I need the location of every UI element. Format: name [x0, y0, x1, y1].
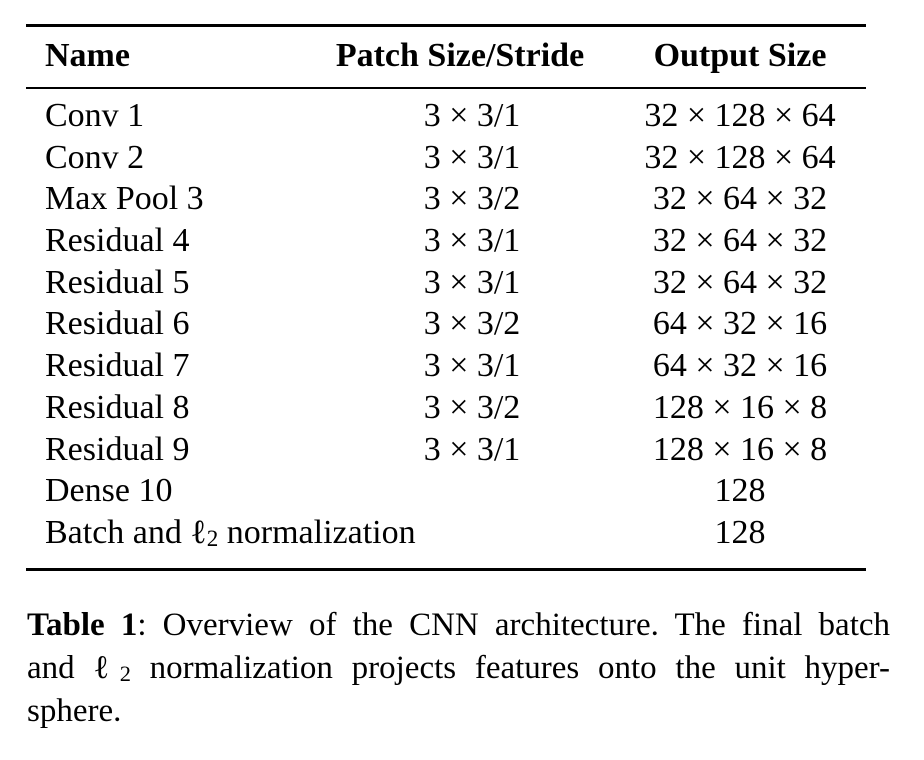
cell-patch: 3 × 3/1: [423, 430, 521, 468]
table-row: Residual 6 3 × 3/2 64 × 32 × 16: [26, 303, 866, 345]
table-row: Residual 9 3 × 3/1 128 × 16 × 8: [26, 429, 866, 471]
cell-patch: 3 × 3/1: [423, 347, 521, 385]
cell-patch: 3 × 3/2: [423, 180, 521, 218]
cell-name: Batch and ℓ2 normalization: [45, 512, 416, 554]
cell-output: 128 × 16 × 8: [652, 388, 828, 426]
ell-subscript: 2: [206, 525, 219, 552]
table-row: Dense 10 128: [26, 470, 866, 512]
cell-output: 128: [714, 472, 766, 510]
cell-name-suffix: normalization: [218, 513, 416, 551]
ell-subscript: 2: [119, 660, 131, 686]
table-caption: Table 1: Overview of the CNN architectur…: [27, 604, 890, 733]
column-header-name: Name: [45, 37, 130, 74]
cell-name: Residual 4: [45, 222, 190, 260]
cell-patch: 3 × 3/2: [423, 388, 521, 426]
table-top-rule: [26, 24, 866, 27]
cell-patch: 3 × 3/1: [423, 222, 521, 260]
cell-name: Residual 7: [45, 347, 190, 385]
table-row: Residual 8 3 × 3/2 128 × 16 × 8: [26, 387, 866, 429]
table-row: Conv 2 3 × 3/1 32 × 128 × 64: [26, 137, 866, 179]
cell-output: 32 × 64 × 32: [652, 180, 828, 218]
cell-output: 128: [714, 513, 766, 551]
caption-line-2: and ℓ2 normalization projects features o…: [27, 647, 890, 690]
cell-patch: 3 × 3/1: [423, 138, 521, 176]
cell-output: 32 × 64 × 32: [652, 222, 828, 260]
cell-output: 64 × 32 × 16: [652, 347, 828, 385]
caption-text-line1: : Overview of the CNN architecture. The …: [137, 607, 891, 643]
cell-name: Residual 6: [45, 305, 190, 343]
cell-output: 32 × 128 × 64: [644, 138, 836, 176]
caption-label: Table 1: [27, 607, 138, 643]
cell-patch: 3 × 3/1: [423, 263, 521, 301]
column-header-output: Output Size: [653, 37, 827, 74]
cell-output: 64 × 32 × 16: [652, 305, 828, 343]
cell-name: Residual 8: [45, 388, 190, 426]
caption-text-line3: sphere.: [27, 693, 122, 729]
table-body: Conv 1 3 × 3/1 32 × 128 × 64 Conv 2 3 × …: [26, 89, 866, 554]
ell-symbol: ℓ: [93, 650, 120, 686]
table-mid-rule: [26, 87, 866, 89]
cell-name-prefix: Batch and: [45, 513, 191, 551]
caption-line2-rest: normalization projects features onto the…: [130, 650, 890, 686]
column-header-patch: Patch Size/Stride: [335, 37, 585, 74]
table-row: Max Pool 3 3 × 3/2 32 × 64 × 32: [26, 178, 866, 220]
cell-output: 32 × 128 × 64: [644, 97, 836, 134]
caption-line2-prefix: and: [27, 650, 94, 686]
caption-line-3: sphere.: [27, 690, 890, 733]
table-bottom-rule: [26, 568, 866, 571]
cell-output: 32 × 64 × 32: [652, 263, 828, 301]
cell-name: Conv 1: [45, 97, 145, 134]
cell-name: Dense 10: [45, 472, 173, 510]
cell-output: 128 × 16 × 8: [652, 430, 828, 468]
cell-name: Residual 5: [45, 263, 190, 301]
table-row: Residual 5 3 × 3/1 32 × 64 × 32: [26, 262, 866, 304]
cell-patch: 3 × 3/2: [423, 305, 521, 343]
ell-symbol: ℓ: [190, 513, 207, 551]
cell-name: Residual 9: [45, 430, 190, 468]
cell-name: Max Pool 3: [45, 180, 204, 218]
table-row: Residual 4 3 × 3/1 32 × 64 × 32: [26, 220, 866, 262]
table-header-row: Name Patch Size/Stride Output Size: [26, 27, 866, 84]
table-row: Residual 7 3 × 3/1 64 × 32 × 16: [26, 345, 866, 387]
cell-name: Conv 2: [45, 138, 145, 176]
caption-line-1: Table 1: Overview of the CNN architectur…: [27, 604, 890, 647]
table-row: Batch and ℓ2 normalization 128: [26, 512, 866, 554]
table-row: Conv 1 3 × 3/1 32 × 128 × 64: [26, 95, 866, 137]
cell-patch: 3 × 3/1: [423, 97, 521, 134]
